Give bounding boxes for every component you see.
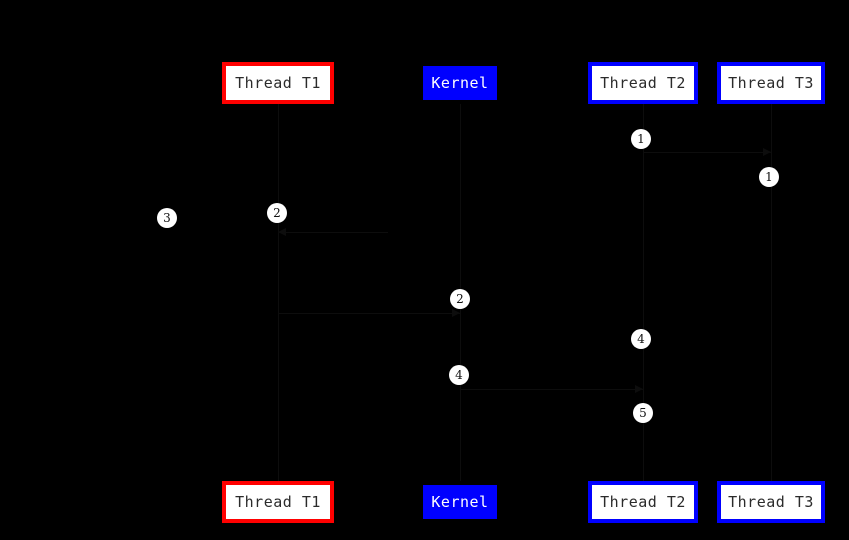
message-line-3 (278, 313, 460, 314)
participant-footer-thread-t2[interactable]: Thread T2 (588, 481, 698, 523)
participant-label: Thread T2 (600, 492, 686, 511)
message-arrowhead-1 (763, 148, 771, 156)
participant-label: Thread T3 (728, 492, 814, 511)
message-line-1 (643, 152, 771, 153)
sequence-marker: 4 (449, 365, 469, 385)
sequence-marker-number: 1 (765, 170, 773, 184)
participant-label: Kernel (431, 73, 489, 92)
sequence-marker-number: 4 (637, 332, 645, 346)
sequence-marker: 2 (267, 203, 287, 223)
sequence-marker: 4 (631, 329, 651, 349)
participant-label: Thread T3 (728, 73, 814, 92)
sequence-marker-number: 2 (456, 292, 464, 306)
sequence-marker-number: 2 (273, 206, 281, 220)
message-line-4 (460, 389, 643, 390)
sequence-marker-number: 3 (163, 211, 171, 225)
participant-header-thread-t3[interactable]: Thread T3 (717, 62, 825, 104)
participant-label: Thread T1 (235, 73, 321, 92)
sequence-marker: 1 (759, 167, 779, 187)
lifeline-thread-t2 (643, 104, 644, 481)
message-line-2 (278, 232, 388, 233)
message-arrowhead-2 (278, 228, 286, 236)
sequence-marker-number: 5 (639, 406, 647, 420)
participant-label: Thread T1 (235, 492, 321, 511)
message-arrowhead-4 (635, 385, 643, 393)
participant-footer-thread-t1[interactable]: Thread T1 (222, 481, 334, 523)
participant-header-thread-t2[interactable]: Thread T2 (588, 62, 698, 104)
lifeline-thread-t3 (771, 104, 772, 481)
sequence-marker-number: 4 (455, 368, 463, 382)
sequence-marker-number: 1 (637, 132, 645, 146)
sequence-marker: 5 (633, 403, 653, 423)
sequence-marker: 1 (631, 129, 651, 149)
participant-label: Kernel (431, 492, 489, 511)
participant-footer-kernel[interactable]: Kernel (423, 485, 497, 519)
lifeline-thread-t1 (278, 104, 279, 481)
sequence-marker: 3 (157, 208, 177, 228)
participant-footer-thread-t3[interactable]: Thread T3 (717, 481, 825, 523)
sequence-marker: 2 (450, 289, 470, 309)
message-arrowhead-3 (452, 309, 460, 317)
participant-header-thread-t1[interactable]: Thread T1 (222, 62, 334, 104)
participant-label: Thread T2 (600, 73, 686, 92)
participant-header-kernel[interactable]: Kernel (423, 66, 497, 100)
